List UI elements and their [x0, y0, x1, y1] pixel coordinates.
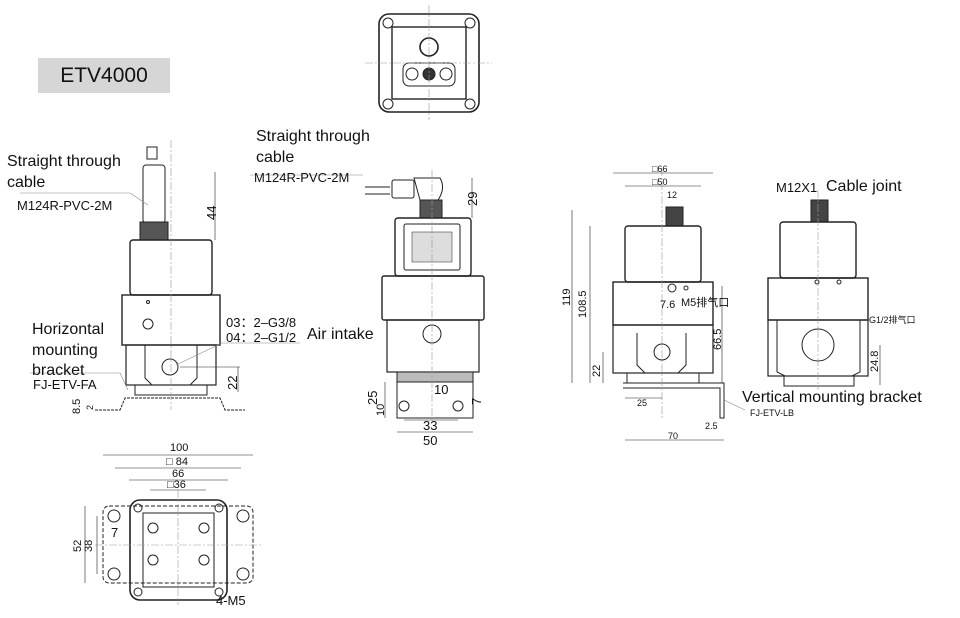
dim-25-rear: 25: [637, 398, 648, 408]
bracket-model-fa: FJ-ETV-FA: [33, 377, 97, 392]
thread-m12x1: M12X1: [776, 180, 818, 195]
rear-view: [571, 168, 746, 441]
bracket-label-3: bracket: [32, 362, 85, 379]
model-title: ETV4000: [38, 58, 170, 93]
dim-66-5: 66.5: [712, 328, 724, 350]
dim-66-square: □66: [652, 164, 668, 174]
front-view: [250, 170, 485, 433]
dim-7-bottom: 7: [111, 525, 119, 540]
port-04: 04：2–G1/2: [226, 330, 297, 345]
bracket-model-lb: FJ-ETV-LB: [750, 408, 795, 418]
dim-36-square: □36: [167, 479, 186, 491]
dim-8-5: 8.5: [71, 398, 83, 414]
dim-10-top: 10: [434, 382, 449, 397]
exhaust-g12-label: G1/2排气口: [869, 315, 916, 325]
port-03: 03：2–G3/8: [226, 315, 297, 330]
dim-70: 70: [668, 431, 679, 441]
cable-joint-label: Cable joint: [826, 178, 902, 195]
bracket-label-2: mounting: [32, 342, 98, 359]
dim-22-left: 22: [225, 375, 240, 390]
dim-38: 38: [83, 539, 95, 552]
dim-44: 44: [204, 205, 219, 220]
cable-label-front-1: Straight through: [256, 128, 370, 145]
side-view-left: [20, 140, 300, 411]
exhaust-m5-label: M5排气口: [681, 297, 730, 309]
dim-119: 119: [561, 288, 573, 306]
dim-2: 2: [85, 404, 95, 410]
dim-2-5: 2.5: [705, 421, 718, 431]
dim-12: 12: [667, 190, 678, 200]
dim-7-front: 7: [469, 397, 484, 405]
dim-84-square: □ 84: [166, 456, 188, 468]
cable-label-left-2: cable: [7, 174, 46, 191]
right-view: [767, 190, 881, 390]
air-intake-label: Air intake: [307, 326, 374, 343]
cable-label-front-2: cable: [256, 149, 295, 166]
dim-10-left: 10: [375, 403, 387, 416]
dim-50-front: 50: [423, 433, 438, 448]
bracket-label-1: Horizontal: [32, 321, 105, 338]
dim-7-6: 7.6: [660, 299, 676, 311]
dim-100: 100: [170, 442, 189, 454]
cable-label-left-1: Straight through: [7, 153, 121, 170]
dim-24-8: 24.8: [869, 350, 881, 372]
dim-29: 29: [465, 191, 480, 206]
vertical-bracket-label: Vertical mounting bracket: [742, 389, 922, 406]
top-view: [365, 5, 492, 120]
dim-22-rear: 22: [591, 364, 603, 377]
cable-model-front: M124R-PVC-2M: [254, 170, 350, 185]
cable-model-left: M124R-PVC-2M: [17, 198, 113, 213]
dim-50-square: □50: [652, 177, 668, 187]
dim-108-5: 108.5: [577, 290, 589, 318]
dim-66-bottom: 66: [172, 468, 185, 480]
holes-4-m5: 4-M5: [216, 593, 246, 608]
dim-33: 33: [423, 418, 438, 433]
bottom-view: [84, 454, 262, 605]
